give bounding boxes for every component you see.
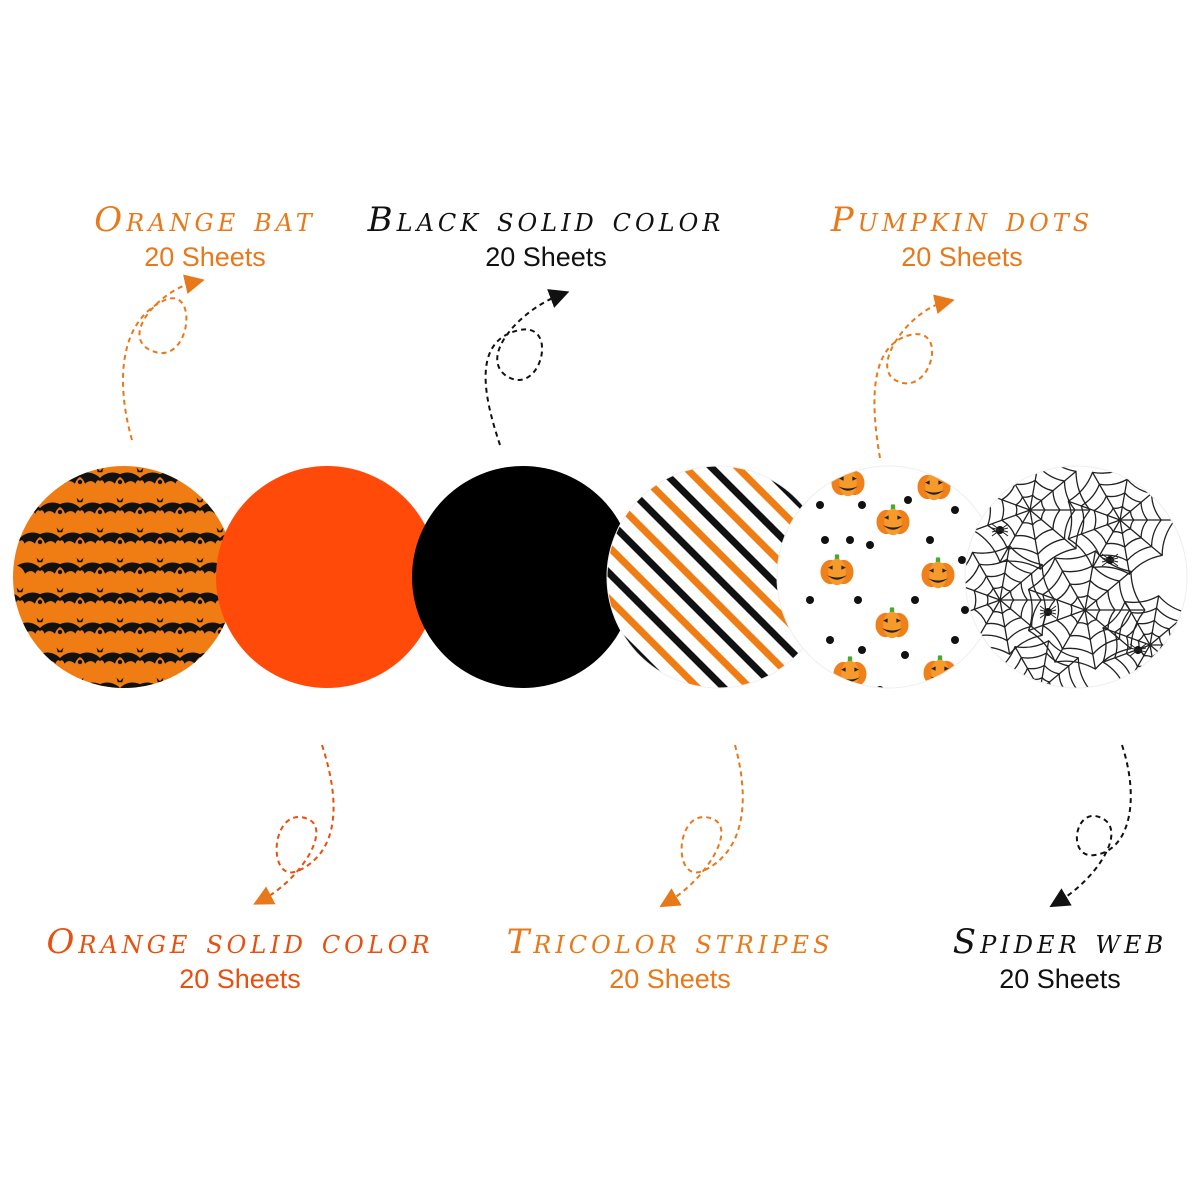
bat-icon bbox=[177, 557, 223, 574]
bat-icon bbox=[13, 587, 43, 604]
bat-icon bbox=[57, 497, 103, 514]
label-count: 20 Sheets bbox=[179, 964, 301, 994]
spider-icon bbox=[1101, 553, 1119, 567]
bat-icon bbox=[77, 587, 123, 604]
bat-icon bbox=[137, 557, 183, 574]
bat-icon bbox=[217, 677, 235, 688]
bat-icon bbox=[97, 557, 143, 574]
bat-icon bbox=[157, 647, 203, 664]
label-title: Tricolor stripes bbox=[506, 922, 834, 962]
bat-icon bbox=[117, 467, 163, 484]
label-title: Pumpkin dots bbox=[830, 200, 1094, 240]
black-solid-circle bbox=[412, 466, 634, 688]
bat-icon bbox=[77, 647, 123, 664]
label-title: Spider web bbox=[952, 922, 1168, 962]
bat-icon bbox=[13, 647, 43, 664]
label-title: Orange bat bbox=[94, 200, 316, 240]
bat-icon bbox=[77, 527, 123, 544]
bat-icon bbox=[77, 467, 123, 484]
label-count: 20 Sheets bbox=[901, 242, 1023, 272]
spider-icon bbox=[991, 523, 1009, 537]
label-count: 20 Sheets bbox=[144, 242, 266, 272]
label-title: Black solid color bbox=[367, 200, 725, 240]
label-orange-solid: Orange solid color 20 Sheets bbox=[46, 922, 433, 996]
bat-icon bbox=[37, 527, 83, 544]
dashed-arrow-pumpkin bbox=[873, 294, 955, 459]
label-count: 20 Sheets bbox=[609, 964, 731, 994]
orange-solid-circle bbox=[216, 466, 438, 688]
label-orange-bat: Orange bat 20 Sheets bbox=[94, 200, 315, 274]
spider-icon bbox=[1039, 605, 1057, 619]
label-title: Orange solid color bbox=[46, 922, 434, 962]
bat-icon bbox=[57, 617, 103, 634]
bat-icon bbox=[177, 677, 223, 688]
pumpkin-icon bbox=[877, 697, 910, 728]
bat-icon bbox=[177, 497, 223, 514]
bat-icon bbox=[57, 557, 103, 574]
bat-icon bbox=[177, 617, 223, 634]
pumpkin-icon bbox=[876, 504, 910, 536]
pumpkin-icon bbox=[875, 607, 909, 639]
bat-icon bbox=[37, 587, 83, 604]
pumpkin-dots-circle bbox=[777, 466, 999, 728]
bat-icon bbox=[197, 467, 235, 484]
bat-icon bbox=[17, 617, 63, 634]
bat-icon bbox=[117, 527, 163, 544]
label-count: 20 Sheets bbox=[999, 964, 1121, 994]
label-pumpkin-dots: Pumpkin dots 20 Sheets bbox=[831, 200, 1093, 274]
bat-icon bbox=[157, 527, 203, 544]
bat-icon bbox=[97, 497, 143, 514]
bat-icon bbox=[117, 647, 163, 664]
bat-icon bbox=[137, 617, 183, 634]
bat-icon bbox=[157, 587, 203, 604]
bat-icon bbox=[97, 617, 143, 634]
pumpkin-icon bbox=[831, 466, 865, 497]
bat-icon bbox=[17, 557, 63, 574]
bat-icon bbox=[17, 677, 63, 688]
bat-icon bbox=[13, 467, 43, 484]
spider-icon bbox=[1129, 643, 1147, 657]
spider-web-circle bbox=[965, 466, 1187, 688]
label-tricolor-stripes: Tricolor stripes 20 Sheets bbox=[507, 922, 834, 996]
pumpkin-icon bbox=[820, 554, 854, 586]
label-black-solid: Black solid color 20 Sheets bbox=[368, 200, 725, 274]
pumpkin-icon bbox=[921, 557, 955, 589]
dashed-arrow-stripes bbox=[659, 744, 744, 908]
dashed-arrow-web bbox=[1049, 744, 1132, 908]
dashed-arrow-bat bbox=[122, 274, 205, 441]
bat-icon bbox=[137, 497, 183, 514]
bat-icon bbox=[117, 587, 163, 604]
label-count: 20 Sheets bbox=[485, 242, 607, 272]
label-spider-web: Spider web 20 Sheets bbox=[953, 922, 1167, 996]
bat-icon bbox=[13, 527, 43, 544]
dashed-arrow-orange-solid bbox=[253, 744, 335, 905]
dashed-arrow-black bbox=[484, 289, 570, 446]
